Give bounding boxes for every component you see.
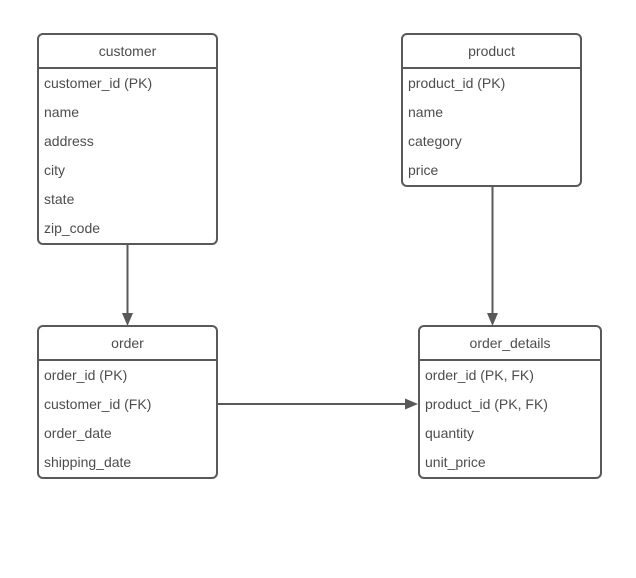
field-row: shipping_date (44, 454, 132, 470)
arrowhead-right-icon (405, 398, 418, 410)
connector-order-to-order-details[interactable] (218, 398, 418, 410)
field-row: unit_price (425, 454, 486, 470)
field-row: order_id (PK, FK) (425, 367, 534, 383)
field-row: order_id (PK) (44, 367, 128, 383)
connector-customer-to-order[interactable] (122, 245, 133, 326)
field-row: product_id (PK) (408, 75, 506, 91)
field-row: quantity (425, 425, 475, 441)
field-row: state (44, 191, 75, 207)
entity-title-order-details: order_details (420, 327, 600, 361)
field-row: address (44, 133, 94, 149)
field-row: order_date (44, 425, 112, 441)
field-row: customer_id (FK) (44, 396, 152, 412)
field-row: category (408, 133, 462, 149)
entity-order[interactable]: order order_id (PK) customer_id (FK) ord… (37, 325, 218, 479)
entity-title-customer: customer (39, 35, 216, 69)
entity-product[interactable]: product product_id (PK) name category pr… (401, 33, 582, 187)
field-row: product_id (PK, FK) (425, 396, 548, 412)
field-row: name (44, 104, 80, 120)
field-row: price (408, 162, 439, 178)
entity-title-order: order (39, 327, 216, 361)
connector-product-to-order-details[interactable] (487, 187, 498, 326)
entity-order-details[interactable]: order_details order_id (PK, FK) product_… (418, 325, 602, 479)
field-row: zip_code (44, 220, 101, 236)
field-row: customer_id (PK) (44, 75, 153, 91)
field-row: city (44, 162, 65, 178)
field-row: name (408, 104, 444, 120)
entity-customer[interactable]: customer customer_id (PK) name address c… (37, 33, 218, 245)
entity-title-product: product (403, 35, 580, 69)
